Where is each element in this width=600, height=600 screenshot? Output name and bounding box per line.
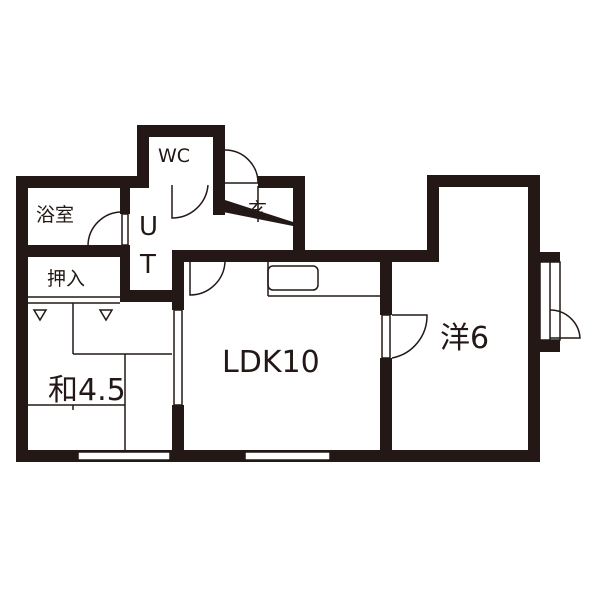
kitchen-sink	[267, 265, 319, 291]
room-label-closet: 押入	[47, 268, 86, 290]
room-label-genkan: 玄	[248, 199, 268, 221]
room-label-ldk: LDK10	[222, 345, 320, 380]
room-label-utility-t: T	[140, 250, 156, 280]
room-label-wc: WC	[158, 145, 191, 167]
walls	[16, 125, 560, 462]
doors	[87, 149, 581, 359]
windows	[77, 213, 561, 461]
fixtures	[28, 262, 380, 450]
room-label-western: 洋6	[440, 321, 490, 356]
room-label-utility-u: U	[139, 212, 159, 242]
room-label-washitsu: 和4.5	[48, 373, 126, 408]
room-label-bath: 浴室	[36, 204, 75, 226]
